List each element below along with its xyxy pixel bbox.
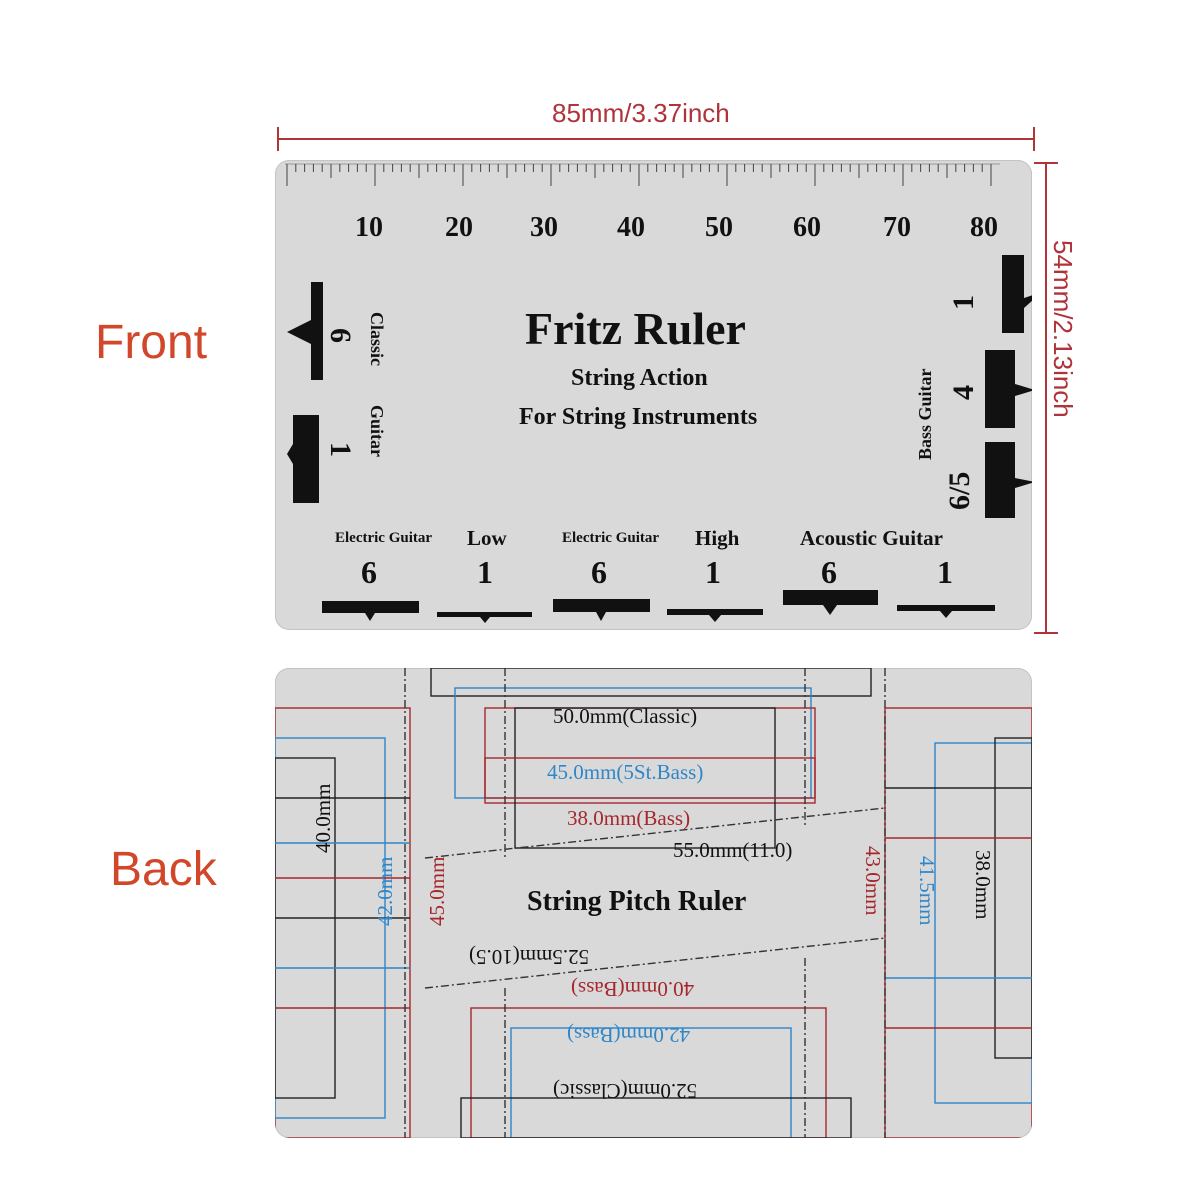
bass38-label: 38.0mm(Bass) <box>567 806 691 830</box>
scale-70: 70 <box>883 212 911 243</box>
bass42-label: 42.0mm(Bass) <box>567 1023 691 1047</box>
v42-label: 42.0mm <box>373 856 397 926</box>
bottom-num-2: 1 <box>477 554 493 590</box>
bass40-label: 40.0mm(Bass) <box>571 977 695 1001</box>
m55-label: 55.0mm(11.0) <box>673 838 793 862</box>
front-label: Front <box>95 316 208 369</box>
eg-high-label: Electric Guitar <box>562 530 660 546</box>
v43-label: 43.0mm <box>861 846 885 916</box>
scale-30: 30 <box>530 212 558 243</box>
classic52-label: 52.0mm(Classic) <box>553 1079 698 1103</box>
width-dimension: 85mm/3.37inch <box>552 98 730 128</box>
scale-60: 60 <box>793 212 821 243</box>
scale-80: 80 <box>970 212 998 243</box>
bass-6-5: 6/5 <box>943 471 976 510</box>
bass45-label: 45.0mm(5St.Bass) <box>547 760 704 784</box>
v40-label: 40.0mm <box>311 783 335 853</box>
bass-guitar-label: Bass Guitar <box>915 368 935 460</box>
back-label: Back <box>110 843 217 896</box>
front-subtitle-1: String Action <box>571 365 708 391</box>
classic50-label: 50.0mm(Classic) <box>553 704 698 728</box>
acoustic-label: Acoustic Guitar <box>800 526 943 550</box>
classic-label: Classic <box>367 312 387 366</box>
m525-label: 52.5mm(10.5) <box>469 945 590 969</box>
bottom-num-6: 1 <box>937 554 953 590</box>
scale-40: 40 <box>617 212 645 243</box>
bass-1: 1 <box>947 295 980 310</box>
bottom-num-5: 6 <box>821 554 837 590</box>
scale-50: 50 <box>705 212 733 243</box>
front-title: Fritz Ruler <box>525 303 746 354</box>
v38-label: 38.0mm <box>971 850 995 920</box>
scale-20: 20 <box>445 212 473 243</box>
back-card: 50.0mm(Classic) 45.0mm(5St.Bass) 38.0mm(… <box>275 668 1032 1138</box>
height-dimension: 54mm/2.13inch <box>1048 240 1078 418</box>
high-label: High <box>695 526 740 550</box>
bottom-num-4: 1 <box>705 554 721 590</box>
guitar-label: Guitar <box>367 405 387 457</box>
classic-6: 6 <box>324 328 357 343</box>
back-artwork <box>275 668 1032 1138</box>
scale-10: 10 <box>355 212 383 243</box>
back-title: String Pitch Ruler <box>527 886 747 917</box>
front-artwork <box>285 163 1032 623</box>
front-subtitle-2: For String Instruments <box>519 404 758 430</box>
front-card: 10 20 30 40 50 60 70 80 Fritz Ruler Stri… <box>275 160 1032 630</box>
eg-low-label: Electric Guitar <box>335 530 433 546</box>
v45-label: 45.0mm <box>425 856 449 926</box>
bass-4: 4 <box>947 385 980 400</box>
v415-label: 41.5mm <box>915 856 939 926</box>
classic-1: 1 <box>324 442 357 457</box>
bottom-num-1: 6 <box>361 554 377 590</box>
bottom-num-3: 6 <box>591 554 607 590</box>
low-label: Low <box>467 526 507 550</box>
